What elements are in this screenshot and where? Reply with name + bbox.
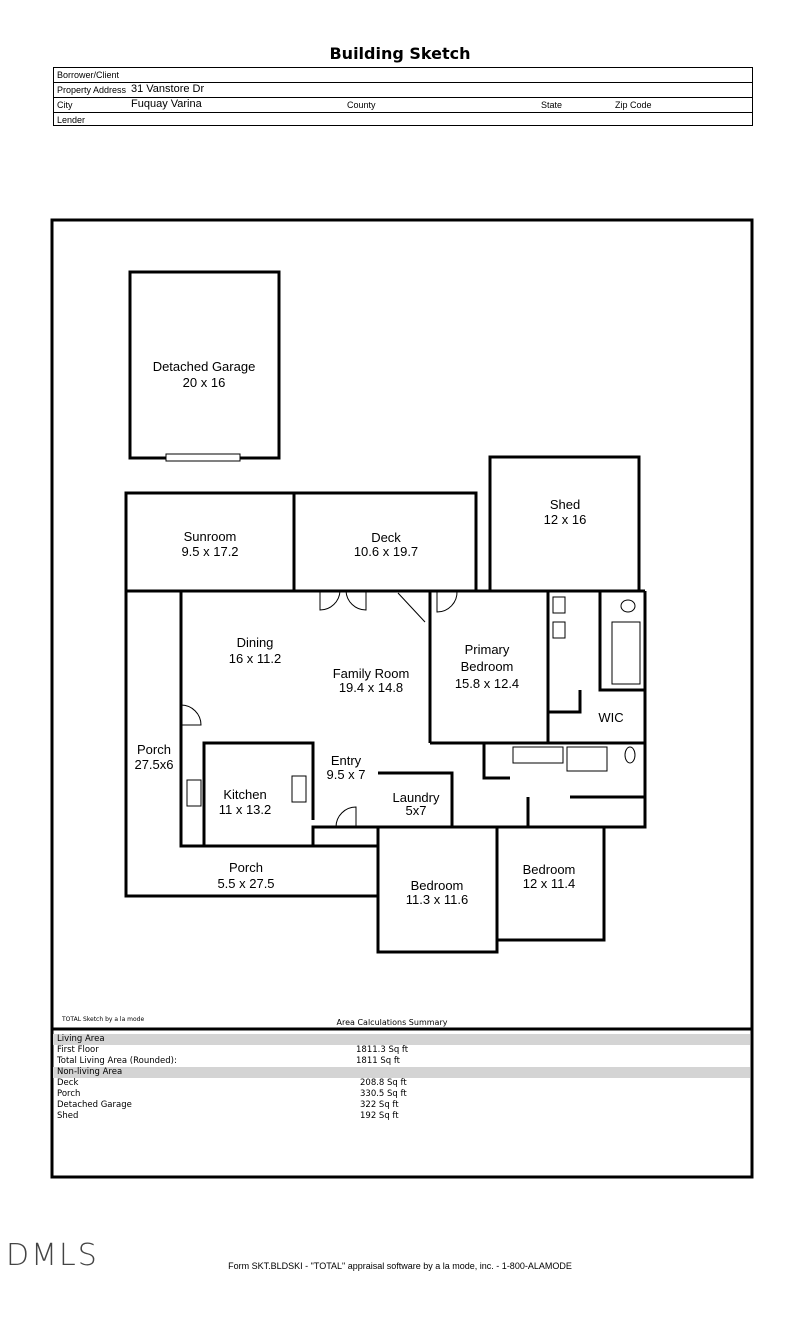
sunroom-name: Sunroom (184, 529, 237, 544)
bedroom2-name: Bedroom (523, 862, 576, 877)
borrower-label: Borrower/Client (57, 70, 120, 80)
shed-value: 192 Sq ft (360, 1111, 399, 1121)
front-porch-dims: 5.5 x 27.5 (217, 876, 274, 891)
lender-label: Lender (57, 115, 86, 125)
kitchen-name: Kitchen (223, 787, 266, 802)
sketch-credit: TOTAL Sketch by a la mode (61, 1016, 144, 1023)
porch-value: 330.5 Sq ft (360, 1089, 407, 1099)
property-header-table: Borrower/Client Property Address 31 Vans… (53, 67, 753, 126)
porch-row: Porch 330.5 Sq ft (53, 1089, 750, 1100)
area-summary: Living Area First Floor 1811.3 Sq ft Tota… (53, 1034, 750, 1122)
shed-dims: 12 x 16 (544, 512, 587, 527)
dining-dims: 16 x 11.2 (229, 651, 282, 666)
first-floor-label: First Floor (57, 1045, 99, 1055)
form-footer: Form SKT.BLDSKI - "TOTAL" appraisal soft… (228, 1261, 572, 1271)
garage-dims: 20 x 16 (183, 375, 226, 390)
bedroom1-dims: 11.3 x 11.6 (406, 892, 468, 907)
address-row: Property Address 31 Vanstore Dr (54, 83, 752, 98)
laundry-name: Laundry (393, 790, 440, 805)
shed-label: Shed (57, 1111, 79, 1121)
porch-label: Porch (57, 1089, 81, 1099)
shed-name: Shed (550, 497, 580, 512)
first-floor-value: 1811.3 Sq ft (356, 1045, 409, 1055)
city-value: Fuquay Varina (131, 98, 202, 110)
kitchen-dims: 11 x 13.2 (219, 802, 272, 817)
family-room-dims: 19.4 x 14.8 (339, 680, 403, 695)
side-porch-name: Porch (137, 742, 171, 757)
deck-row: Deck 208.8 Sq ft (53, 1078, 750, 1089)
bedroom1-name: Bedroom (411, 878, 464, 893)
nonliving-area-header: Non-living Area (53, 1067, 750, 1078)
entry-dims: 9.5 x 7 (326, 767, 365, 782)
city-row: City Fuquay Varina County State Zip Code (54, 98, 752, 113)
borrower-row: Borrower/Client (54, 68, 752, 83)
garage-row: Detached Garage 322 Sq ft (53, 1100, 750, 1111)
front-porch-name: Porch (229, 860, 263, 875)
primary-dims: 15.8 x 12.4 (455, 676, 519, 691)
wic-name: WIC (598, 710, 623, 725)
page-title: Building Sketch (329, 44, 471, 63)
doors (180, 590, 641, 828)
summary-title: Area Calculations Summary (337, 1018, 448, 1027)
living-area-header: Living Area (53, 1034, 750, 1045)
primary-name-1: Primary (465, 642, 510, 657)
garage-door (165, 453, 241, 462)
family-room-name: Family Room (333, 666, 410, 681)
walls (124, 270, 647, 954)
dining-name: Dining (237, 635, 274, 650)
garage-name: Detached Garage (153, 359, 256, 374)
total-living-value: 1811 Sq ft (356, 1056, 401, 1066)
address-value: 31 Vanstore Dr (131, 83, 205, 95)
primary-name-2: Bedroom (461, 659, 514, 674)
first-floor-row: First Floor 1811.3 Sq ft (53, 1045, 750, 1056)
side-porch-dims: 27.5x6 (134, 757, 173, 772)
sketch-border (50, 218, 754, 1179)
county-label: County (347, 100, 376, 110)
city-label: City (57, 100, 73, 110)
shed-row: Shed 192 Sq ft (53, 1111, 750, 1122)
entry-name: Entry (331, 753, 362, 768)
garage-value: 322 Sq ft (360, 1100, 399, 1110)
bedroom2-dims: 12 x 11.4 (523, 876, 576, 891)
lender-row: Lender (54, 113, 752, 127)
total-living-row: Total Living Area (Rounded): 1811 Sq ft (53, 1056, 750, 1067)
address-label: Property Address (57, 85, 127, 95)
sunroom-dims: 9.5 x 17.2 (181, 544, 238, 559)
dmls-logo: DMLS (6, 1238, 99, 1273)
deck-value: 208.8 Sq ft (360, 1078, 407, 1088)
zip-label: Zip Code (615, 100, 652, 110)
deck-label: Deck (57, 1078, 79, 1088)
laundry-dims: 5x7 (406, 803, 427, 818)
state-label: State (541, 100, 563, 110)
deck-dims: 10.6 x 19.7 (354, 544, 418, 559)
deck-name: Deck (371, 530, 401, 545)
garage-label: Detached Garage (57, 1100, 132, 1110)
total-living-label: Total Living Area (Rounded): (57, 1056, 177, 1066)
